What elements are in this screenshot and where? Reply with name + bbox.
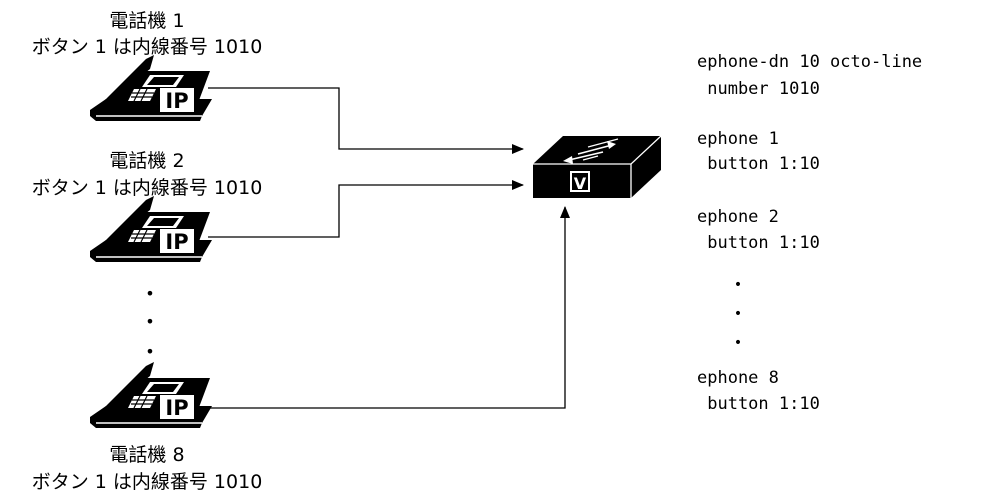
phone-8-name: 電話機 8 [109,444,184,466]
phone-1: 電話機 1 ボタン 1 は内線番号 1010 IP [32,10,263,121]
config-line: button 1:10 [697,394,820,414]
phone-1-name: 電話機 1 [109,10,184,32]
voice-router-icon: V [533,135,662,198]
ellipsis-dot: • [145,312,154,331]
ip-phone-icon: IP [90,362,212,428]
config-line: ephone 1 [697,129,779,149]
phone-2: 電話機 2 ボタン 1 は内線番号 1010 IP [32,150,263,262]
config-listing: ephone-dn 10 octo-line number 1010 ephon… [697,52,922,414]
phone-8: IP 電話機 8 ボタン 1 は内線番号 1010 [32,362,263,493]
config-ellipsis-dot: • [734,306,742,322]
phone-1-link [208,87,524,154]
phone-8-link [208,206,570,409]
ip-phone-icon: IP [90,55,212,121]
phone-2-name: 電話機 2 [109,150,184,172]
ellipsis-dot: • [145,284,154,303]
phone-2-link [208,180,524,238]
config-line: ephone 8 [697,368,779,388]
config-ellipsis-dot: • [734,277,742,293]
phone-2-ip-badge: IP [165,230,188,254]
router-v-badge: V [574,174,587,193]
phone-8-button-label: ボタン 1 は内線番号 1010 [32,471,263,493]
config-line: ephone-dn 10 octo-line [697,52,922,72]
config-line: button 1:10 [697,154,820,174]
ellipsis-dot: • [145,342,154,361]
phone-2-button-label: ボタン 1 は内線番号 1010 [32,177,263,199]
ip-phone-icon: IP [90,196,212,262]
config-line: button 1:10 [697,233,820,253]
phone-8-ip-badge: IP [165,396,188,420]
phone-1-button-label: ボタン 1 は内線番号 1010 [32,36,263,58]
config-ellipsis-dot: • [734,335,742,351]
config-line: ephone 2 [697,207,779,227]
config-line: number 1010 [697,79,820,99]
phone-1-ip-badge: IP [165,89,188,113]
phone-ellipsis: • • • [145,284,154,361]
